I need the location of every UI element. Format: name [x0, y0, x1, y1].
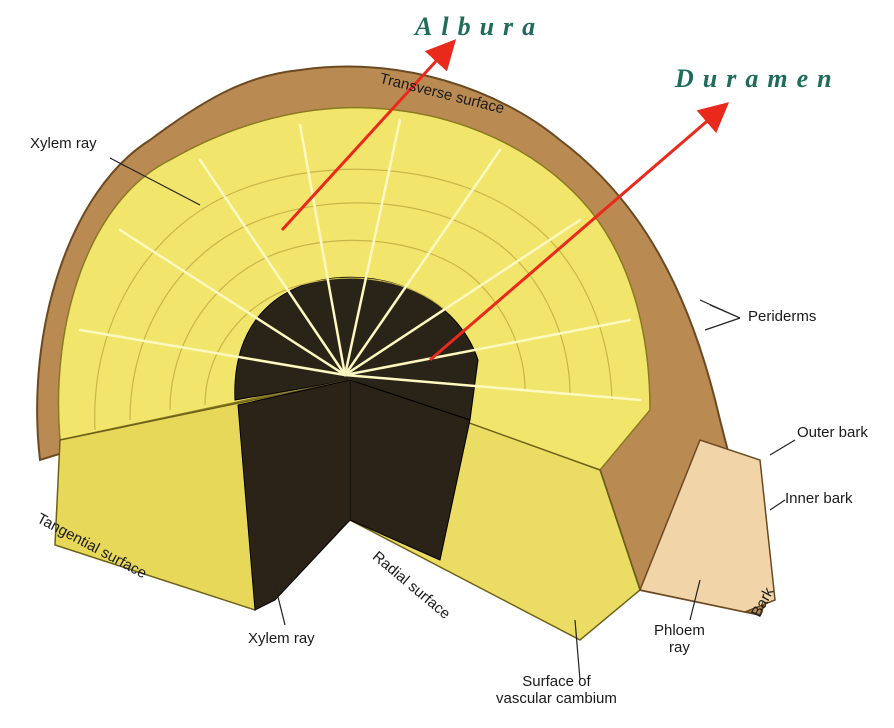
- inner-bark-label: Inner bark: [785, 490, 853, 507]
- xylem-ray-bottom-label: Xylem ray: [248, 630, 315, 647]
- albura-title: Albura: [415, 12, 544, 42]
- vascular-cambium-label: Surface of vascular cambium: [496, 673, 617, 708]
- outer-bark-label: Outer bark: [797, 424, 868, 441]
- heartwood-block-front: [238, 380, 350, 610]
- phloem-ray-label: Phloem ray: [654, 622, 705, 657]
- periderms-label: Periderms: [748, 308, 816, 325]
- xylem-ray-top-label: Xylem ray: [30, 135, 97, 152]
- duramen-title: Duramen: [675, 64, 841, 94]
